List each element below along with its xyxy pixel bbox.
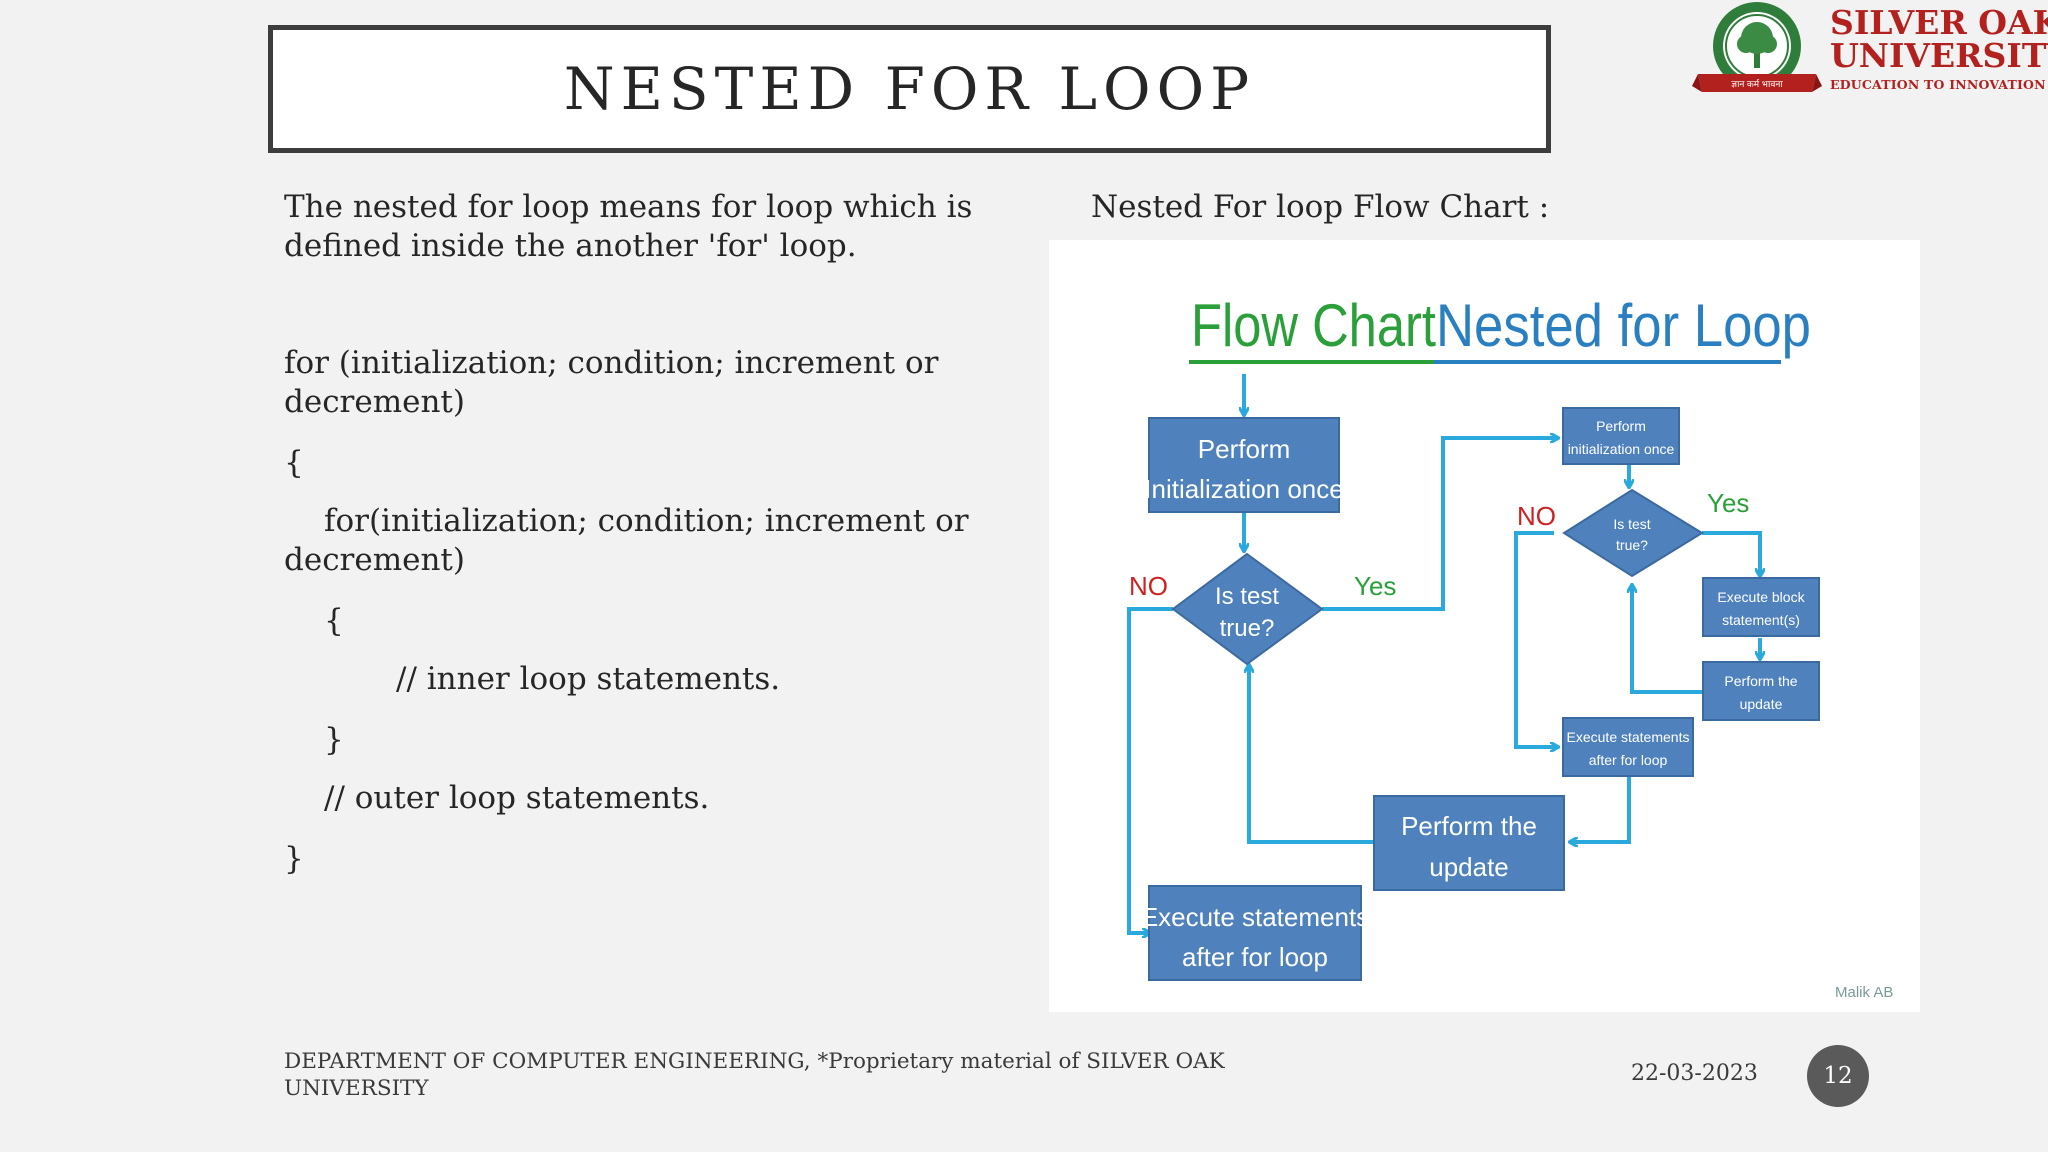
flowchart-title-part2: Nested for Loop xyxy=(1436,292,1811,359)
page-number: 12 xyxy=(1823,1063,1853,1089)
footer-department: DEPARTMENT OF COMPUTER ENGINEERING, *Pro… xyxy=(284,1049,1225,1101)
inner-test-line1: Is test xyxy=(1613,516,1650,532)
intro-text-block: The nested for loop means for loop which… xyxy=(284,188,1004,266)
code-line-3: { xyxy=(284,445,304,481)
slide-title: NESTED FOR LOOP xyxy=(563,55,1256,123)
outer-update-line1: Perform the xyxy=(1401,811,1537,841)
outer-after-line1: Execute statements xyxy=(1141,902,1369,932)
code-line-1: for (initialization; condition; incremen… xyxy=(284,345,939,381)
inner-after-line2: after for loop xyxy=(1589,752,1668,768)
university-seal-icon: ज्ञान कर्म भावना xyxy=(1692,2,1822,92)
code-line-8: } xyxy=(324,722,344,758)
inner-init-line1: Perform xyxy=(1596,418,1646,434)
outer-init-line2: Initialization once xyxy=(1144,474,1343,504)
flowchart-image: Flow Chart Nested for Loop xyxy=(1049,240,1920,1012)
flowchart-label: Nested For loop Flow Chart : xyxy=(1091,189,1550,225)
outer-test-line1: Is test xyxy=(1215,583,1279,610)
inner-update-line2: update xyxy=(1740,696,1783,712)
code-line-7: // inner loop statements. xyxy=(396,661,781,697)
inner-exec-line2: statement(s) xyxy=(1722,612,1800,628)
logo-tagline: EDUCATION TO INNOVATION xyxy=(1830,77,2046,92)
code-line-6: { xyxy=(324,603,344,639)
intro-paragraph: The nested for loop means for loop which… xyxy=(284,189,973,264)
logo-wordmark: SILVER OAK UNIVERSITY EDUCATION TO INNOV… xyxy=(1830,6,2048,92)
outer-yes-label: Yes xyxy=(1354,571,1396,601)
outer-update-line2: update xyxy=(1429,852,1509,882)
outer-after-line2: after for loop xyxy=(1182,942,1328,972)
flowchart-diagram: Flow Chart Nested for Loop xyxy=(1127,292,1893,1001)
outer-no-label: NO xyxy=(1129,571,1168,601)
footer-date: 22-03-2023 xyxy=(1631,1061,1758,1086)
inner-update-line1: Perform the xyxy=(1724,673,1797,689)
code-line-2: decrement) xyxy=(284,384,465,420)
inner-yes-label: Yes xyxy=(1707,488,1749,518)
code-line-9: // outer loop statements. xyxy=(324,780,710,816)
inner-test-line2: true? xyxy=(1616,537,1648,553)
flowchart-title-part1: Flow Chart xyxy=(1191,292,1436,359)
code-line-5: decrement) xyxy=(284,542,465,578)
page-number-badge: 12 xyxy=(1807,1045,1869,1107)
inner-init-line2: initialization once xyxy=(1568,441,1675,457)
outer-init-line1: Perform xyxy=(1198,434,1290,464)
inner-exec-line1: Execute block xyxy=(1717,589,1805,605)
code-line-10: } xyxy=(284,841,304,877)
logo-line-2: UNIVERSITY xyxy=(1830,36,2048,75)
slide-title-box: NESTED FOR LOOP xyxy=(268,25,1551,153)
inner-after-line1: Execute statements xyxy=(1567,729,1690,745)
logo-line-1: SILVER OAK xyxy=(1830,3,2048,42)
university-logo: ज्ञान कर्म भावना SILVER OAK UNIVERSITY E… xyxy=(1690,0,2048,105)
inner-no-label: NO xyxy=(1517,501,1556,531)
seal-motto: ज्ञान कर्म भावना xyxy=(1731,78,1783,89)
flowchart-credit: Malik AB xyxy=(1835,984,1893,1001)
code-line-4: for(initialization; condition; increment… xyxy=(324,503,969,539)
outer-test-line2: true? xyxy=(1220,615,1275,642)
